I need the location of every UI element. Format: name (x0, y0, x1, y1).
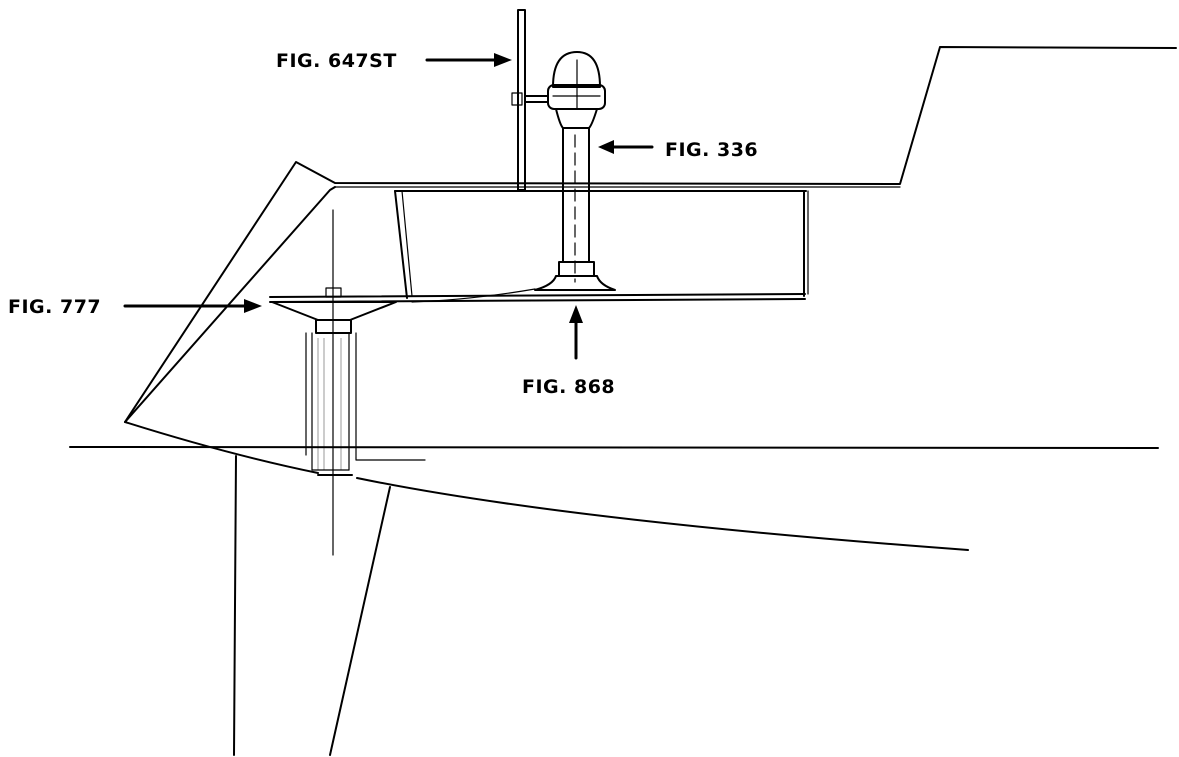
label-fig-777: FIG. 777 (8, 296, 101, 318)
fig-336-mast-light (511, 51, 616, 291)
arrow-head-fig-336 (598, 140, 614, 154)
arrow-head-fig-777 (244, 299, 262, 313)
arrow-head-fig-868 (569, 305, 583, 323)
deck-box (394, 190, 809, 299)
fig-647st-staff (517, 9, 526, 191)
label-fig-336: FIG. 336 (665, 139, 758, 161)
arrow-head-fig-647st (494, 53, 512, 67)
cabin-outline (124, 46, 1177, 423)
callout-arrows (123, 53, 654, 360)
label-fig-647st: FIG. 647ST (276, 50, 397, 72)
hull (69, 421, 1159, 756)
waterline (69, 446, 1159, 449)
label-fig-868: FIG. 868 (522, 376, 615, 398)
